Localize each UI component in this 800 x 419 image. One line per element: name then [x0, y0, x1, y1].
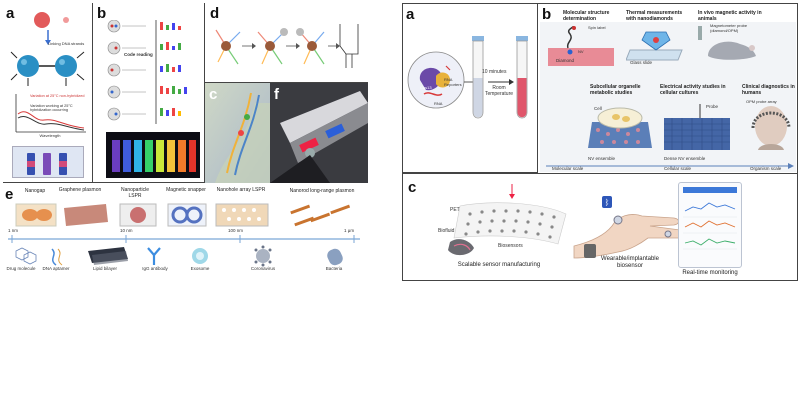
- e-item-nanohole: Nanohole array LSPR: [216, 187, 266, 193]
- panel-e-analytes: [15, 245, 343, 267]
- crispr-sample: [407, 51, 465, 109]
- panel-e-structures: [15, 203, 351, 227]
- b-molecular-image: [548, 26, 614, 66]
- tick-1nm: 1 nm: [8, 228, 19, 233]
- panel-e: [3, 183, 368, 281]
- reporter-label: RNA Reporters: [444, 77, 462, 87]
- panel-a-nanoparticles: [10, 12, 85, 86]
- panel-d-assembly: [215, 24, 359, 68]
- panel-c-left: [205, 83, 270, 183]
- b-title-subcellular: Subcellular organelle metabolic studies: [590, 84, 641, 96]
- b-clinical-image: [751, 106, 791, 150]
- c-mid-caption: Wearable/implantable biosensor: [601, 256, 659, 270]
- analyte-coronavirus: Coronavirus: [250, 266, 276, 271]
- b-glass-slide: Glass slide: [630, 60, 653, 65]
- quantum-dot-vials: [106, 132, 200, 178]
- c-right-caption: Real-time monitoring: [682, 270, 738, 276]
- spectrum-xlabel: Wavelength: [39, 133, 61, 138]
- b-title-clinical: Clinical diagnostics in humans: [742, 84, 795, 96]
- tick-1um: 1 μm: [344, 228, 355, 233]
- e-item-graphene: Graphene plasmon: [58, 187, 102, 193]
- panel-f: [270, 83, 368, 183]
- b-dense-nv: Dense NV ensemble: [664, 156, 706, 161]
- analyte-bacteria: Bacteria: [325, 266, 343, 271]
- b-scale-molecular: Molecular scale: [552, 166, 584, 171]
- right-panel-a-letter: a: [406, 6, 415, 23]
- process-arrow: [488, 79, 514, 85]
- analyte-igg: IgG antibody: [142, 266, 168, 271]
- analyte-exosome: Exosome: [190, 266, 210, 271]
- c-hand: ᛒ: [573, 196, 690, 259]
- panel-f-letter: f: [274, 86, 279, 103]
- b-title-molecular: Molecular structure determination: [563, 10, 610, 22]
- c-sensor-sheet: [448, 184, 567, 256]
- e-item-nanoparticle: Nanoparticle LSPR: [120, 187, 150, 199]
- step-time: 10 minutes: [482, 69, 507, 75]
- c-biofluid-label: Biofluid: [438, 228, 455, 234]
- right-panel-c-letter: c: [408, 179, 417, 196]
- arrow-to-tube-1: [464, 81, 474, 83]
- c-left-caption: Scalable sensor manufacturing: [457, 262, 541, 268]
- legend-2: Variation working at 25°C hybridization …: [30, 104, 73, 113]
- panel-b-letter: b: [97, 5, 107, 22]
- b-scale-organism: Organism scale: [750, 166, 782, 171]
- tick-100nm: 100 nm: [228, 228, 244, 233]
- cuvettes: [12, 146, 84, 178]
- tick-10nm: 10 nm: [120, 228, 133, 233]
- analyte-drug: Drug molecule: [6, 266, 36, 271]
- step-temp: Room Temperature: [484, 85, 514, 97]
- panel-e-letter: e: [5, 186, 14, 203]
- b-electrical-image: [664, 104, 730, 150]
- b-probe-label: Probe: [706, 104, 719, 109]
- b-diamond-label: Diamond: [556, 58, 575, 63]
- rna-label: RNA: [434, 101, 443, 106]
- panel-d: [205, 3, 368, 83]
- svg-text:ᛒ: ᛒ: [605, 198, 610, 207]
- b-title-thermal: Thermal measurements with nanodiamonds: [626, 10, 683, 22]
- panel-b-barcodes: [107, 20, 187, 124]
- b-thermal-image: [626, 31, 683, 61]
- panel-a-letter: a: [6, 5, 15, 22]
- e-item-magnetic: Magnetic snapper: [166, 187, 206, 193]
- scale-axis: [8, 235, 360, 243]
- b-spin-label: Spin label: [588, 25, 606, 30]
- b-subcellular-image: [588, 107, 652, 148]
- c-phone: [678, 182, 742, 268]
- code-reading-label: Code reading: [124, 52, 153, 57]
- right-panel-b-letter: b: [542, 6, 552, 23]
- panel-d-letter: d: [210, 5, 220, 22]
- right-panel-a: [402, 3, 538, 173]
- panel-c-left-letter: c: [209, 86, 218, 103]
- b-opm-array: OPM probe array: [746, 99, 777, 104]
- cas-label: Cas13: [420, 85, 432, 90]
- b-invivo-image: [698, 26, 756, 60]
- b-title-invivo: In vivo magnetic activity in animals: [698, 10, 762, 22]
- tube-before: [472, 36, 484, 119]
- panel-a-spectrum: [15, 94, 86, 133]
- linker-label: Linking DNA strands: [48, 41, 85, 46]
- right-panel-c-divider: [402, 173, 798, 174]
- b-magnetometer: Magnetometer probe (diamond/OPM): [710, 23, 748, 33]
- b-scale-arrow: [546, 163, 794, 169]
- b-nv-label: NV: [578, 49, 584, 54]
- b-scale-cellular: Cellular scale: [664, 166, 692, 171]
- legend-1: Variation at 25°C non-hybridized: [30, 94, 85, 98]
- analyte-lipid: Lipid bilayer: [92, 266, 117, 271]
- analyte-dna: DNA aptamer: [42, 266, 70, 271]
- b-nv-ensemble: NV ensemble: [588, 156, 616, 161]
- e-item-nanogap: Nanogap: [24, 188, 46, 194]
- e-item-nanorod: Nanorod long-range plasmon: [289, 188, 355, 194]
- b-cell-label: Cell: [594, 106, 602, 111]
- c-biosensors-label: Biosensors: [498, 243, 523, 249]
- b-title-electrical: Electrical activity studies in cellular …: [660, 84, 726, 96]
- c-pet-label: PET: [450, 207, 460, 213]
- tube-after: [516, 36, 528, 119]
